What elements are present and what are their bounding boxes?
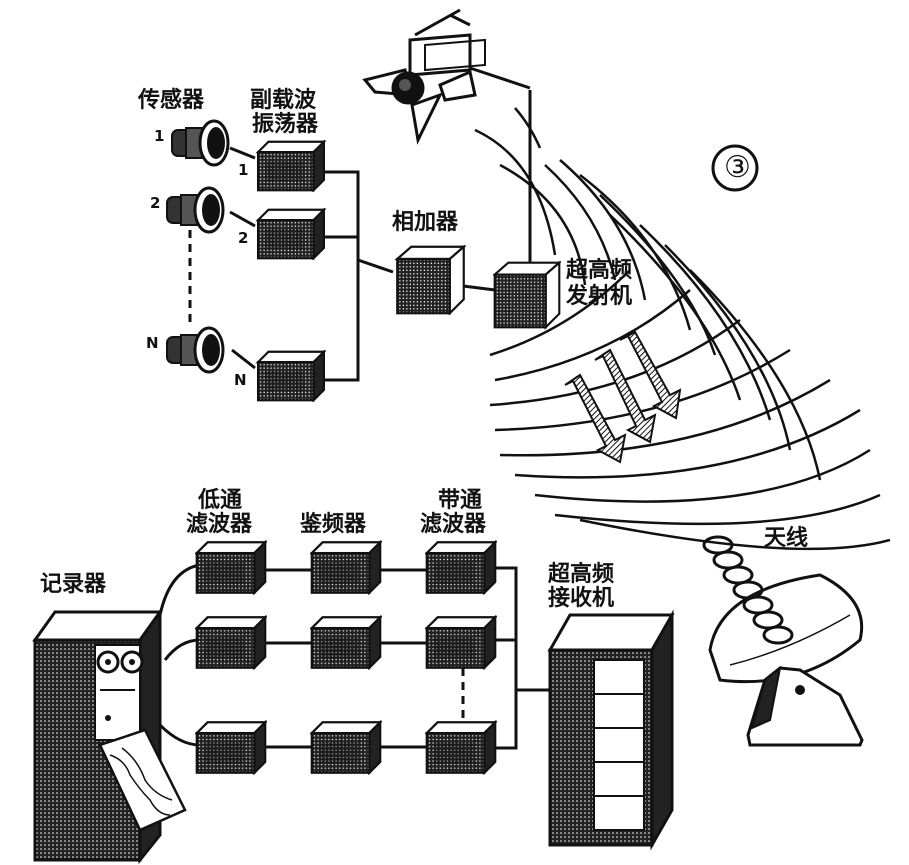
- oscillator-label-line2: 振荡器: [252, 112, 319, 137]
- signal-arrows: [564, 330, 682, 464]
- sensor-index-2: 2: [150, 194, 161, 212]
- discriminator-box-n: [310, 721, 382, 774]
- lowpass-box-n: [195, 721, 267, 774]
- bandpass-box-1: [425, 541, 497, 594]
- recorder-label: 记录器: [40, 572, 107, 597]
- oscillator-index-n: N: [234, 371, 247, 389]
- receiver-icon: [547, 609, 675, 851]
- lowpass-label-line2: 滤波器: [186, 512, 253, 537]
- oscillator-box-1: [256, 140, 326, 192]
- antenna-label: 天线: [764, 526, 809, 551]
- recorder-icon: [32, 607, 187, 865]
- oscillator-box-2: [256, 208, 326, 260]
- bandpass-box-n: [425, 721, 497, 774]
- transmitter-label-line1: 超高频: [566, 258, 633, 283]
- sensor-2-icon: [165, 186, 225, 234]
- lowpass-box-1: [195, 541, 267, 594]
- discriminator-box-2: [310, 616, 382, 669]
- figure-number: ③: [724, 150, 751, 185]
- radio-waves: [474, 107, 891, 551]
- bandpass-box-2: [425, 616, 497, 669]
- wires-top: [188, 90, 532, 382]
- satellite-icon: [362, 8, 531, 145]
- transmitter-label-line2: 发射机: [566, 284, 633, 309]
- wires-bottom: [158, 563, 550, 750]
- discriminator-box-1: [310, 541, 382, 594]
- oscillator-box-n: [256, 350, 326, 402]
- sensor-1-icon: [170, 119, 230, 167]
- oscillator-index-1: 1: [238, 161, 249, 179]
- adder-label: 相加器: [392, 210, 459, 235]
- sensors-label: 传感器: [138, 88, 205, 113]
- receiver-label-line1: 超高频: [548, 562, 615, 587]
- adder-box: [396, 245, 465, 315]
- oscillator-label-line1: 副载波: [250, 88, 317, 113]
- lowpass-label-line1: 低通: [198, 488, 243, 513]
- dish-antenna-icon: [702, 535, 864, 747]
- bandpass-label-line1: 带通: [438, 488, 483, 513]
- receiver-label-line2: 接收机: [548, 586, 615, 611]
- sensor-index-1: 1: [154, 127, 165, 145]
- figure-number-ring: [711, 144, 759, 192]
- transmitter-box: [493, 261, 561, 329]
- lowpass-box-2: [195, 616, 267, 669]
- oscillator-index-2: 2: [238, 229, 249, 247]
- discriminator-label: 鉴频器: [300, 512, 367, 537]
- sensor-n-icon: [165, 326, 225, 374]
- sensor-index-n: N: [146, 334, 159, 352]
- bandpass-label-line2: 滤波器: [420, 512, 487, 537]
